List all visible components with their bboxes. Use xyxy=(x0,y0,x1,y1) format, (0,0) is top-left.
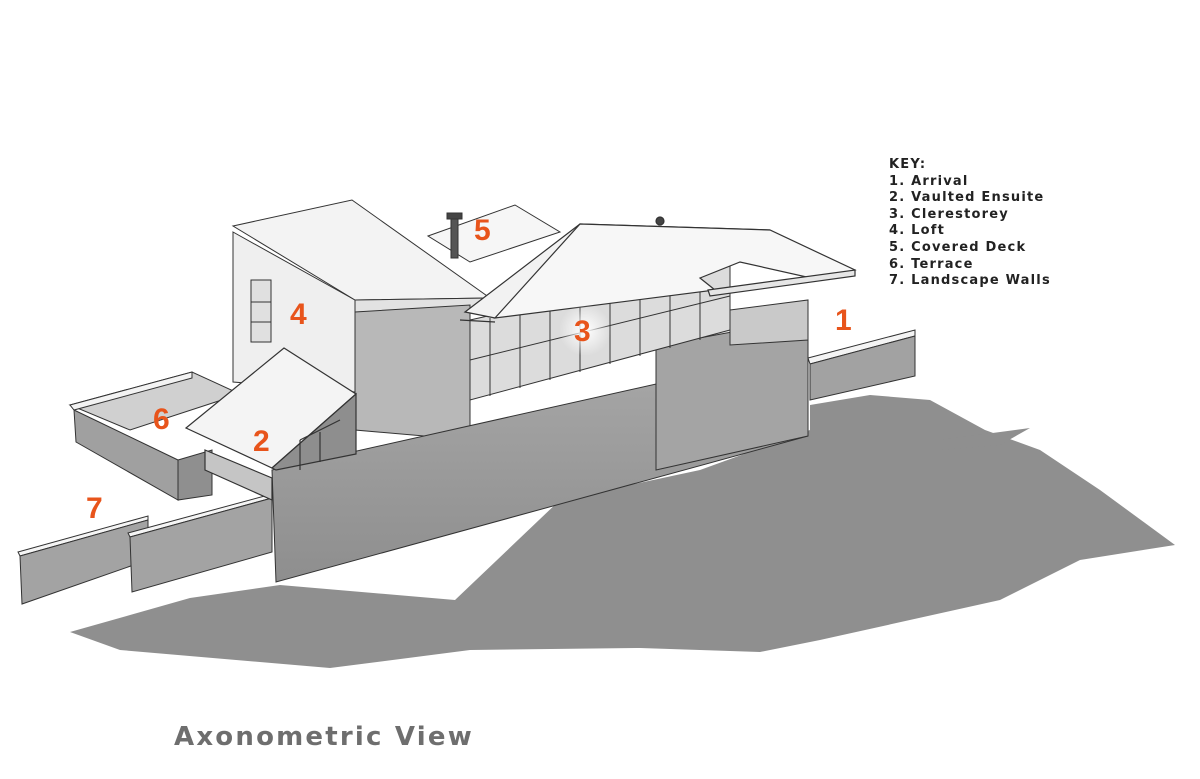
terrace xyxy=(68,371,242,501)
key-item-covered-deck: 5. Covered Deck xyxy=(889,239,1027,255)
label-loft-number: 4 xyxy=(290,298,307,331)
label-covered-deck-number: 5 xyxy=(474,214,491,247)
key-item-loft: 4. Loft xyxy=(889,223,945,239)
label-arrival-number: 1 xyxy=(835,304,852,337)
main-roof xyxy=(459,216,857,323)
key-list: 1. Arrival 2. Vaulted Ensuite 3. Clerest… xyxy=(889,174,1051,290)
key-item-vaulted-ensuite: 2. Vaulted Ensuite xyxy=(889,190,1045,206)
key-legend: KEY: 1. Arrival 2. Vaulted Ensuite 3. Cl… xyxy=(889,157,1051,290)
covered-deck xyxy=(426,204,562,263)
loft-block xyxy=(231,199,492,441)
key-title: KEY: xyxy=(889,157,927,172)
label-clerestorey-number: 3 xyxy=(574,315,591,348)
view-caption: Axonometric View xyxy=(174,722,474,752)
label-terrace-number: 6 xyxy=(153,403,170,436)
key-item-clerestorey: 3. Clerestorey xyxy=(889,206,1009,222)
clerestorey-light-glow xyxy=(559,304,611,356)
key-item-arrival: 1. Arrival xyxy=(889,173,969,189)
label-vaulted-ensuite-number: 2 xyxy=(253,425,270,458)
arrival-wall xyxy=(807,329,916,401)
landscape-walls xyxy=(17,493,273,605)
cast-shadow xyxy=(70,395,1175,668)
key-item-landscape-walls: 7. Landscape Walls xyxy=(889,273,1051,289)
vaulted-ensuite xyxy=(184,347,357,501)
label-landscape-walls-number: 7 xyxy=(86,492,103,525)
key-item-terrace: 6. Terrace xyxy=(889,256,974,272)
